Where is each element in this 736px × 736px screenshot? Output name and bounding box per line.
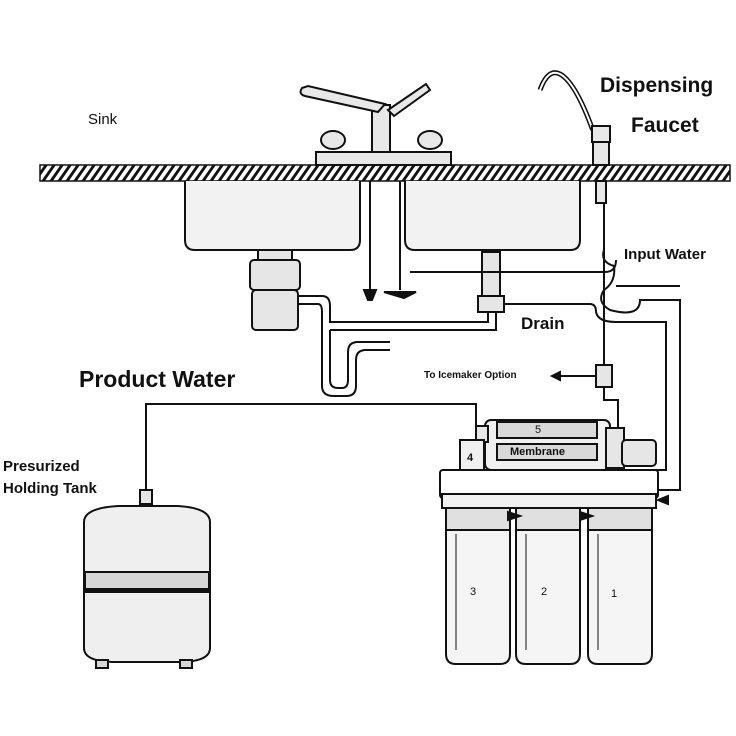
icemaker-label: To Icemaker Option	[424, 370, 517, 381]
stage-1-number: 1	[611, 588, 618, 600]
holding-tank	[83, 489, 211, 669]
tank-label-line2: Holding Tank	[3, 480, 97, 497]
membrane-label: Membrane	[510, 446, 566, 458]
faucet-supply-lines	[362, 181, 617, 301]
sink-basin-right	[404, 181, 581, 251]
input-water-label: Input Water	[624, 246, 706, 263]
stage-4-number: 4	[467, 452, 474, 464]
drain-label: Drain	[521, 314, 565, 333]
drain-plumbing	[298, 251, 505, 397]
tank-label-line1: Presurized	[3, 458, 80, 475]
countertop	[39, 164, 731, 182]
water-tubing	[145, 203, 681, 492]
sink-basin-left	[184, 181, 361, 251]
dispensing-label: Dispensing	[600, 74, 714, 97]
stage-3-number: 3	[470, 586, 477, 598]
kitchen-faucet-icon	[299, 82, 452, 166]
dispensing-faucet-icon	[537, 70, 611, 204]
stage-5-number: 5	[535, 424, 542, 436]
sink-label: Sink	[88, 111, 118, 128]
garbage-disposal	[249, 249, 301, 331]
product-water-label: Product Water	[79, 366, 236, 392]
stage-2-number: 2	[541, 586, 548, 598]
faucet-label: Faucet	[631, 114, 699, 137]
ro-filter-unit	[439, 419, 669, 665]
